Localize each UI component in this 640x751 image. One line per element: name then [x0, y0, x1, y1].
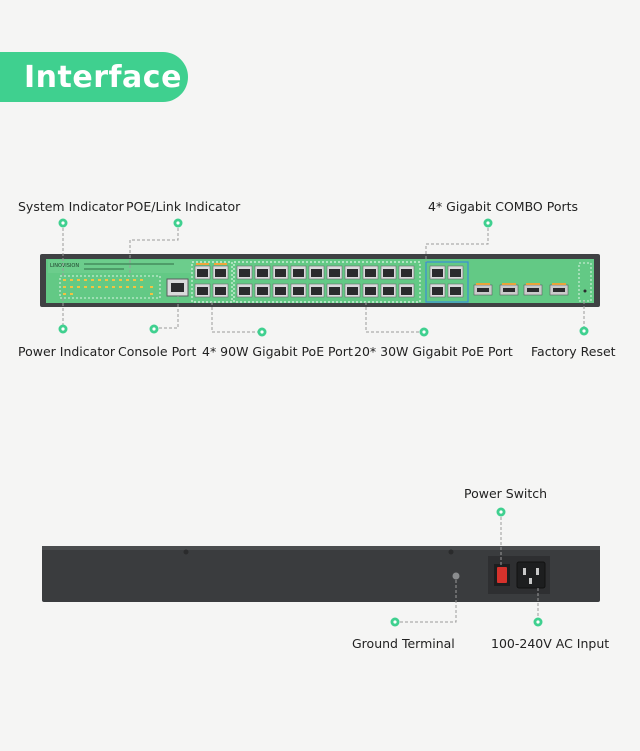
combo-rj45-ports	[429, 265, 464, 298]
power-switch	[497, 567, 507, 583]
power-switch-label: Power Switch	[464, 486, 548, 501]
reset-hole	[583, 289, 587, 293]
rear-callout-lines	[395, 512, 539, 623]
combo-rj45-outline	[425, 261, 469, 303]
console-port-label: Console Port	[118, 344, 197, 359]
front-panel: LINOVISION	[40, 254, 600, 307]
rj45-port-grid	[194, 263, 415, 298]
poe-30w-outline	[233, 261, 421, 303]
rear-panel	[42, 546, 600, 602]
title-banner: Interface	[0, 52, 188, 102]
page-title: Interface	[24, 60, 182, 95]
combo-ports-label: 4* Gigabit COMBO Ports	[428, 199, 579, 214]
brand-logo: LINOVISION	[50, 263, 79, 269]
ac-socket	[516, 561, 546, 589]
system-indicator-label: System Indicator	[18, 199, 124, 214]
power-indicator-label: Power Indicator	[18, 344, 116, 359]
factory-reset-label: Factory Reset	[531, 344, 616, 359]
poe-link-indicator-label: POE/Link Indicator	[126, 199, 241, 214]
front-callout-lines	[62, 223, 585, 333]
led-indicators	[59, 275, 161, 299]
rear-callout-dots	[390, 507, 543, 627]
ac-input-label: 100-240V AC Input	[491, 636, 610, 651]
poe-30w-label: 20* 30W Gigabit PoE Port	[354, 344, 513, 359]
poe-90w-label: 4* 90W Gigabit PoE Port	[202, 344, 353, 359]
ground-terminal-label: Ground Terminal	[352, 636, 455, 651]
console-port	[166, 278, 189, 297]
sfp-ports	[473, 283, 569, 296]
front-callout-dots	[58, 218, 589, 337]
ground-screw	[452, 572, 460, 580]
